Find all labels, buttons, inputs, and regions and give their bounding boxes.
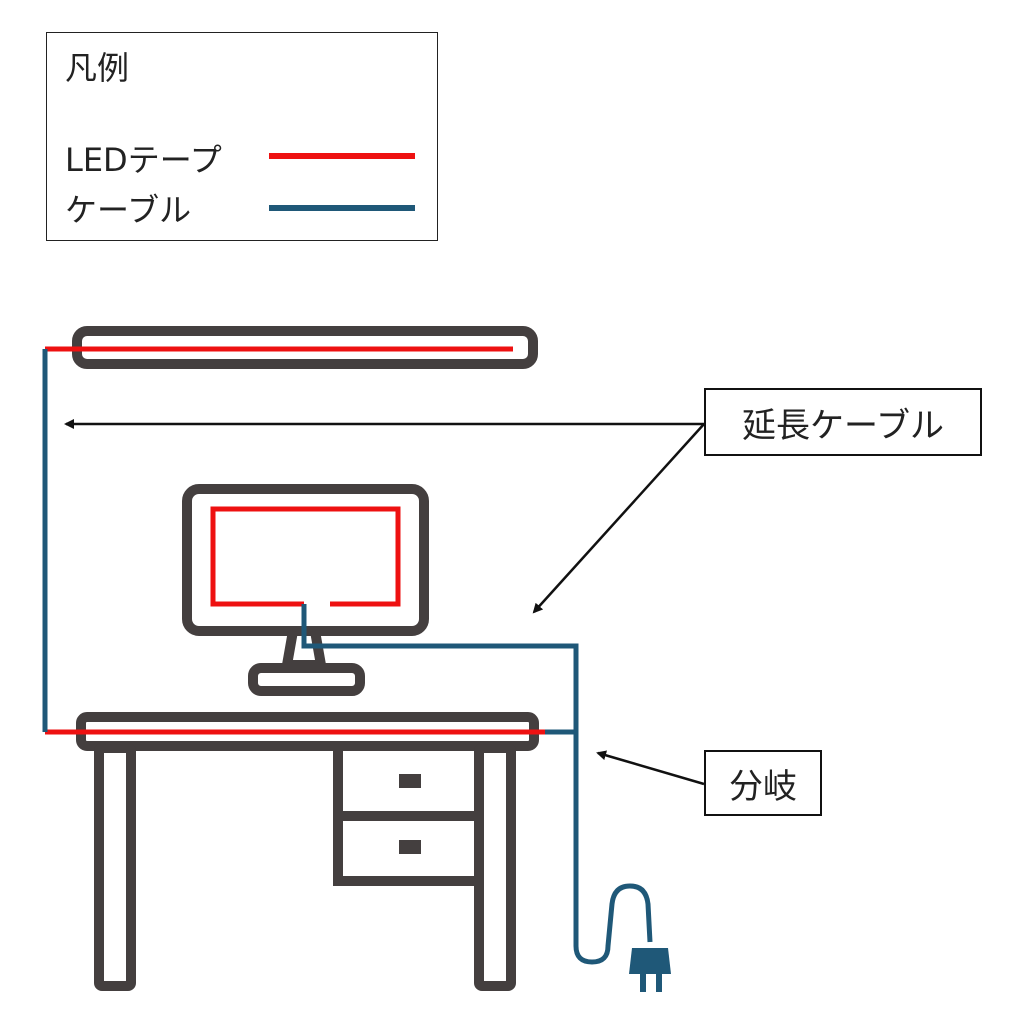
legend-swatch-led-tape	[269, 153, 415, 159]
legend-label-led-tape: LEDテープ	[65, 141, 222, 179]
legend-label-cable: ケーブル	[65, 191, 192, 229]
callout-extension-cable: 延長ケーブル	[704, 388, 982, 456]
monitor-icon	[182, 484, 429, 696]
power-plug-icon	[629, 948, 671, 992]
legend-title: 凡例	[65, 49, 130, 87]
callout-arrows	[64, 419, 705, 786]
callout-branch: 分岐	[704, 750, 822, 816]
desk-icon	[76, 712, 539, 991]
led-tape-lines	[45, 346, 545, 735]
cable-lines	[42, 349, 653, 965]
legend-box: 凡例 LEDテープ ケーブル	[46, 32, 438, 241]
legend-swatch-cable	[269, 205, 415, 211]
